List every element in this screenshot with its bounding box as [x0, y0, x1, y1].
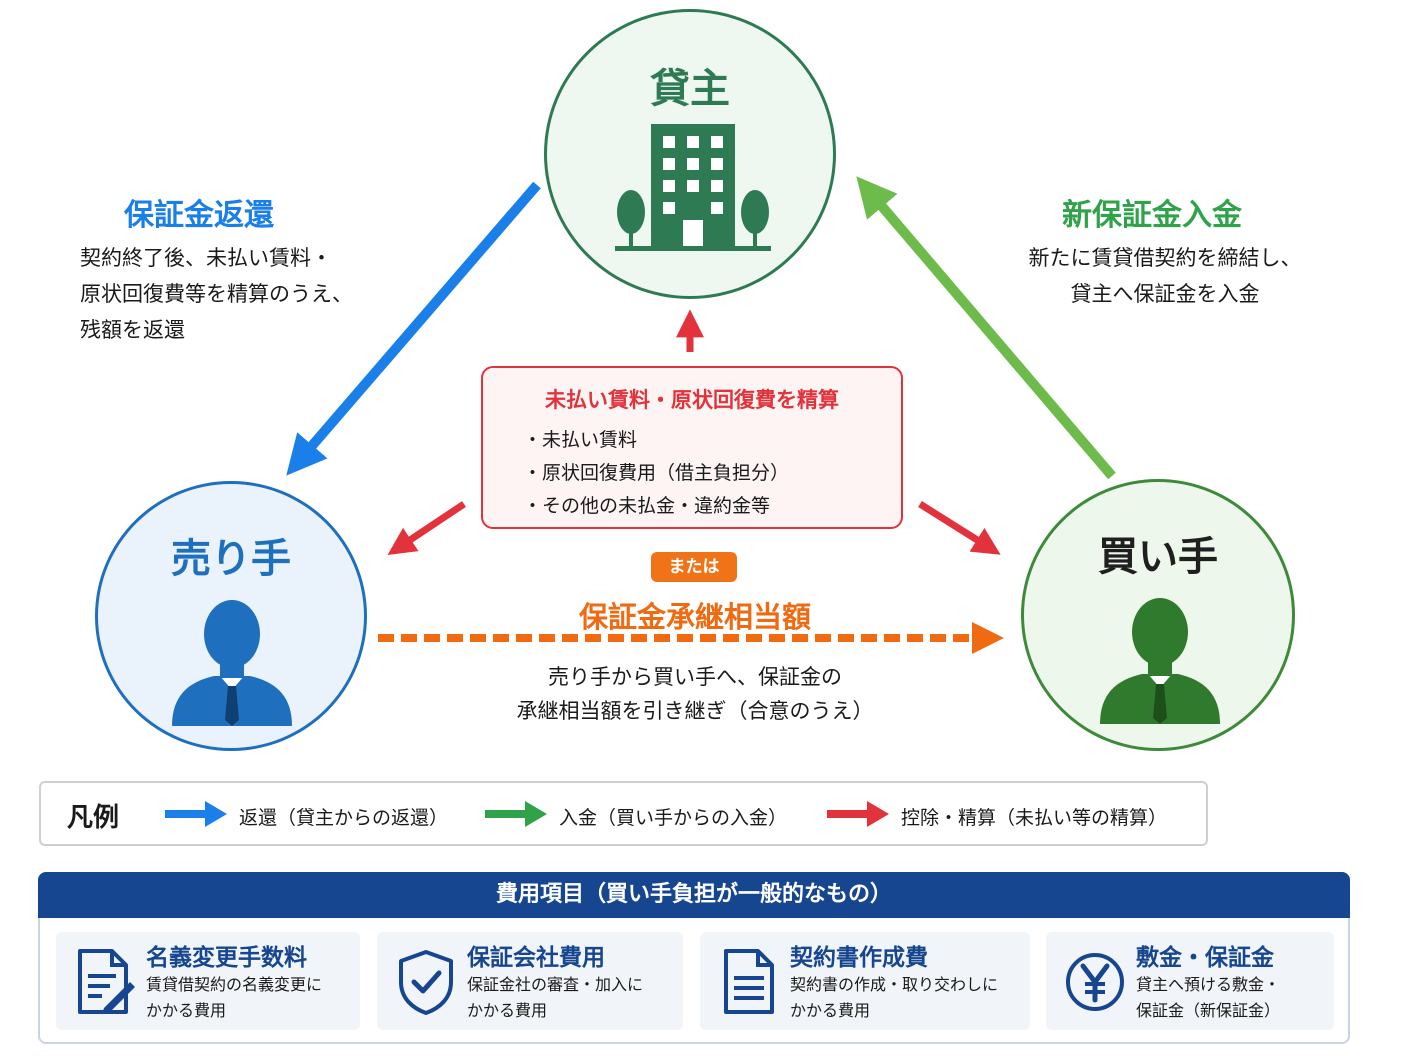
settlement-item: その他の未払金・違約金等: [523, 490, 789, 523]
settlement-item: 未払い賃料: [523, 424, 789, 457]
legend-item-refund: 返還（貸主からの返還）: [239, 807, 449, 829]
legend-item-settlement: 控除・精算（未払い等の精算）: [901, 807, 1168, 829]
deposit-title: 新保証金入金: [1062, 198, 1242, 233]
document-icon: [724, 949, 774, 1014]
shield-check-icon: [399, 950, 453, 1015]
cost-card-title: 契約書作成費: [790, 945, 928, 971]
cost-card-title: 名義変更手数料: [146, 945, 307, 971]
settle-arrow-left: [387, 501, 466, 555]
refund-title: 保証金返還: [124, 198, 274, 233]
document-edit-icon: [78, 949, 135, 1014]
legend: 凡例 返還（貸主からの返還） 入金（買い手からの入金） 控除・精算（未払い等の精…: [39, 781, 1208, 846]
legend-title: 凡例: [67, 803, 120, 833]
cost-items-panel: 費用項目（買い手負担が一般的なもの） 名義変更手数料 賃貸借契約の名義変更に か…: [38, 872, 1350, 1044]
legend-green-arrow-icon: [485, 801, 547, 827]
landlord-circle: 貸主: [544, 9, 836, 299]
building-icon: [615, 124, 771, 251]
settle-arrow-right: [918, 501, 1001, 555]
buyer-label: 買い手: [1098, 534, 1218, 580]
legend-blue-arrow-icon: [165, 801, 227, 827]
cost-items-header: 費用項目（買い手負担が一般的なもの）: [38, 872, 1350, 918]
settlement-title: 未払い賃料・原状回復費を精算: [545, 388, 839, 412]
cost-card-description: 貸主へ預ける敷金・ 保証金（新保証金）: [1136, 975, 1281, 1020]
refund-description: 契約終了後、未払い賃料・ 原状回復費等を精算のうえ、 残額を返還: [80, 246, 353, 342]
settlement-list: 未払い賃料 原状回復費用（借主負担分） その他の未払金・違約金等: [523, 424, 789, 523]
buyer-circle: 買い手: [1021, 479, 1295, 751]
landlord-label: 貸主: [650, 66, 730, 112]
cost-card-description: 保証金社の審査・加入に かかる費用: [467, 975, 644, 1020]
settlement-item: 原状回復費用（借主負担分）: [523, 457, 789, 490]
cost-card-title: 敷金・保証金: [1136, 945, 1274, 971]
cost-card-description: 賃貸借契約の名義変更に かかる費用: [146, 975, 323, 1020]
legend-red-arrow-icon: [827, 801, 889, 827]
seller-label: 売り手: [171, 536, 291, 582]
cost-card-title: 保証会社費用: [467, 945, 605, 971]
cost-card-contract: 契約書作成費 契約書の作成・取り交わしに かかる費用: [700, 932, 1030, 1030]
deposit-description: 新たに賃貸借契約を締結し、 貸主へ保証金を入金: [1028, 246, 1302, 306]
succession-description: 売り手から買い手へ、保証金の 承継相当額を引き継ぎ（合意のうえ）: [516, 665, 874, 723]
flow-arrows: [286, 176, 1116, 654]
cost-card-guarantee: 保証会社費用 保証金社の審査・加入に かかる費用: [377, 932, 683, 1030]
refund-arrow: [286, 181, 541, 476]
succession-title: 保証金承継相当額: [578, 600, 811, 634]
or-badge: または: [651, 552, 737, 582]
yen-icon: [1066, 953, 1124, 1011]
cost-card-deposit: 敷金・保証金 貸主へ預ける敷金・ 保証金（新保証金）: [1046, 932, 1334, 1030]
legend-item-deposit: 入金（買い手からの入金）: [559, 807, 788, 829]
buyer-person-icon: [1100, 598, 1220, 724]
cost-card-name-change: 名義変更手数料 賃貸借契約の名義変更に かかる費用: [56, 932, 360, 1030]
cost-card-description: 契約書の作成・取り交わしに かかる費用: [790, 975, 999, 1020]
deposit-arrow: [856, 176, 1116, 480]
settlement-box: 未払い賃料・原状回復費を精算 未払い賃料 原状回復費用（借主負担分） その他の未…: [481, 366, 903, 529]
seller-person-icon: [172, 600, 292, 726]
seller-circle: 売り手: [95, 481, 367, 751]
